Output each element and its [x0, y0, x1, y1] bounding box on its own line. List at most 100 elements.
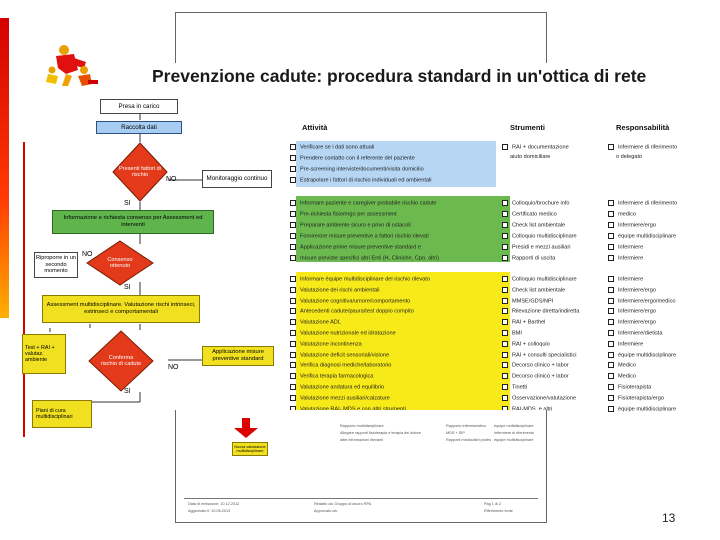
table-row: Valutazione deficit sensoriali/visione [290, 352, 389, 359]
table-row: Colloquio/brochure info [502, 200, 570, 207]
bottom-right-line: équipe multidisciplinare [494, 438, 533, 442]
table-row: RAI + consulti specialistici [502, 352, 577, 359]
header-attivita: Attività [302, 123, 327, 132]
table-row: Rilevazione diretta/indiretta [502, 308, 579, 315]
people-logo-icon [44, 40, 100, 92]
checkbox-icon [290, 144, 296, 150]
table-row: équipe multidisciplinare [608, 352, 676, 359]
conferma-label: Conferma rischio di cadute [100, 348, 142, 374]
checkbox-icon [290, 155, 296, 161]
monitoraggio-box: Monitoraggio continuo [202, 170, 272, 188]
table-row: Check list ambientale [502, 222, 565, 229]
table-row: Infermiere/ergo [608, 222, 656, 229]
page-title: Prevenzione cadute: procedura standard i… [152, 66, 712, 87]
table-row: Infermiere/ergo [608, 319, 656, 326]
document-footer: Data di emissione: 10.12.2012 Aggiornato… [184, 498, 538, 519]
table-row: Infermiere di riferimento [608, 144, 677, 151]
table-row: aiuto domiciliare [510, 155, 550, 161]
piani-di-cura-box: Piani di cura multidisciplinari [32, 400, 92, 428]
checkbox-icon [608, 298, 614, 304]
table-row: Valutazione nutrizionale ed idratazione [290, 330, 396, 337]
checkbox-icon [608, 319, 614, 325]
checkbox-icon [290, 352, 296, 358]
table-row: Fisioterapista [608, 384, 651, 391]
no-label-3: NO [168, 364, 179, 371]
bottom-right-line: équipe multidisciplinare [494, 424, 533, 428]
checkbox-icon [502, 233, 508, 239]
checkbox-icon [290, 244, 296, 250]
bottom-mid-line: MDS + SIP [446, 431, 465, 435]
table-row: Pre-richiesta fisio/ergo per assessment [290, 211, 397, 218]
checkbox-icon [608, 276, 614, 282]
checkbox-icon [290, 373, 296, 379]
table-row: Medico [608, 362, 636, 369]
table-row: Informare paziente e caregiver probabile… [290, 200, 437, 207]
checkbox-icon [290, 200, 296, 206]
checkbox-icon [502, 222, 508, 228]
si-label-3: SI [124, 388, 131, 395]
bottom-mid-line: Rapporti medici/altri profes [446, 438, 491, 442]
checkbox-icon [290, 395, 296, 401]
table-row: Infermiere/ergo/medico [608, 298, 676, 305]
checkbox-icon [608, 362, 614, 368]
table-row: Infermiere [608, 255, 643, 262]
table-row: Infermiere/ergo [608, 308, 656, 315]
checkbox-icon [608, 395, 614, 401]
checkbox-icon [502, 384, 508, 390]
checkbox-icon [608, 373, 614, 379]
table-row: RAI + Barthel [502, 319, 545, 326]
bottom-left-line: Allegare rapporti fisioterapia e terapia… [340, 431, 421, 435]
table-row: Decorso clinico + labor [502, 373, 569, 380]
checkbox-icon [290, 177, 296, 183]
table-row: Preparare ambiente sicuro e privo di ost… [290, 222, 411, 229]
checkbox-icon [608, 341, 614, 347]
checkbox-icon [290, 341, 296, 347]
test-rai-box: Test + RAI + valutaz. ambiente [22, 334, 66, 374]
raccolta-dati-box: Raccolta dati [96, 121, 182, 134]
bottom-mid-line: Rapporto infermieristico [446, 424, 486, 428]
table-row: Antecedenti cadute/paura/test doppio com… [290, 308, 414, 315]
checkbox-icon [502, 319, 508, 325]
table-row: Infermiere di riferimento [608, 200, 677, 207]
table-row: Fornire/ore misure preventive a fattori … [290, 233, 429, 240]
checkbox-icon [290, 222, 296, 228]
checkbox-icon [608, 330, 614, 336]
presa-in-carico-box: Presa in carico [100, 99, 178, 114]
table-row: Infermiere [608, 276, 643, 283]
checkbox-icon [502, 276, 508, 282]
no-label-1: NO [166, 176, 177, 183]
footer-updated: Aggiornato il: 10.06.2013 [188, 509, 230, 513]
table-row: Infermiere [608, 341, 643, 348]
table-row: Presidi e mezzi ausiliari [502, 244, 570, 251]
table-row: Prendere contatto con il referente del p… [290, 155, 415, 162]
table-row: MMSE/GDS/NPI [502, 298, 553, 305]
informazione-box: Informazione e richiesta consenso per As… [52, 210, 214, 234]
footer-ref: Riferimento fonte [484, 509, 513, 513]
checkbox-icon [608, 352, 614, 358]
arrow-down-icon [226, 418, 266, 438]
footer-page: Pag 1 di 2 [484, 502, 501, 506]
table-row: Verifica terapia farmacologica [290, 373, 373, 380]
bottom-left-line: altre informazioni rilevanti [340, 438, 383, 442]
bottom-left-line: Rapporto multidisciplinare [340, 424, 384, 428]
checkbox-icon [502, 352, 508, 358]
table-row: Colloquio multidisciplinare [502, 233, 577, 240]
checkbox-icon [502, 200, 508, 206]
checkbox-icon [608, 244, 614, 250]
table-row: équipe multidisciplinare [608, 233, 676, 240]
table-row: Verifica diagnosi mediche/laboratorio [290, 362, 391, 369]
table-row: Valutazione ADL [290, 319, 341, 326]
checkbox-icon [502, 211, 508, 217]
checkbox-icon [608, 308, 614, 314]
table-row: Osservazione/valutazione [502, 395, 576, 402]
checkbox-icon [290, 287, 296, 293]
checkbox-icon [608, 255, 614, 261]
checkbox-icon [608, 406, 614, 412]
table-row: Estrapolare i fattori di rischio individ… [290, 177, 432, 184]
checkbox-icon [608, 287, 614, 293]
no-label-2: NO [82, 251, 93, 258]
footer-date: Data di emissione: 10.12.2012 [188, 502, 239, 506]
checkbox-icon [608, 233, 614, 239]
table-row: Tinetti [502, 384, 527, 391]
checkbox-icon [608, 222, 614, 228]
